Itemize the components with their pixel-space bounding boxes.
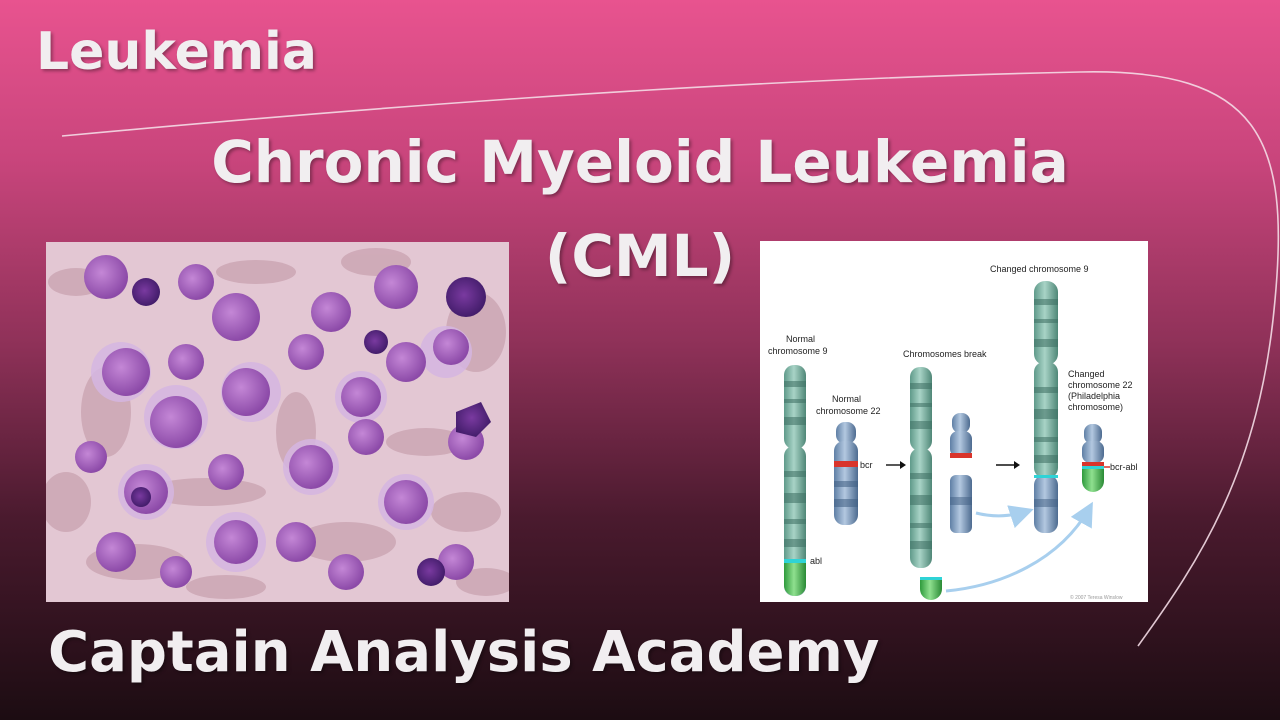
label-normal-chr9-line2: chromosome 9: [768, 346, 828, 356]
label-normal-chr22-line1: Normal: [832, 394, 861, 404]
arrow-right-icon: [996, 461, 1020, 469]
label-normal-chr9-line1: Normal: [786, 334, 815, 344]
label-changed-chr22-line2: chromosome 22: [1068, 380, 1133, 390]
broken-chromosome-9: [910, 367, 942, 600]
slide-heading-line2: (CML): [544, 222, 736, 290]
label-chromosomes-break: Chromosomes break: [903, 349, 987, 359]
broken-chromosome-22: [950, 413, 972, 533]
label-normal-chr22-line2: chromosome 22: [816, 406, 881, 416]
translocation-arrow-1: [975, 505, 1034, 529]
label-changed-chr22-line3: (Philadelphia: [1068, 391, 1120, 401]
label-gene-abl: abl: [810, 556, 822, 566]
label-changed-chr22-line1: Changed: [1068, 369, 1105, 379]
normal-chromosome-9: [784, 365, 806, 596]
label-changed-chr22-line4: chromosome): [1068, 402, 1123, 412]
philadelphia-chromosome: [1082, 424, 1104, 492]
slide-heading-line1: Chronic Myeloid Leukemia: [211, 128, 1069, 196]
label-changed-chr9: Changed chromosome 9: [990, 264, 1089, 274]
changed-chromosome-9: [1034, 281, 1058, 533]
blood-smear-micrograph: [46, 242, 509, 602]
label-gene-bcr-abl: bcr-abl: [1110, 462, 1138, 472]
translocation-arrow-2: [945, 501, 1093, 593]
copyright-text: © 2007 Teresa Winslow: [1070, 594, 1123, 601]
normal-chromosome-22: [834, 422, 858, 525]
channel-name-footer: Captain Analysis Academy: [48, 620, 880, 685]
slide-title: Leukemia: [36, 22, 317, 82]
label-gene-bcr: bcr: [860, 460, 873, 470]
chromosome-translocation-diagram: Normal chromosome 9 abl Normal chromosom…: [760, 241, 1148, 602]
arrow-right-icon: [886, 461, 906, 469]
